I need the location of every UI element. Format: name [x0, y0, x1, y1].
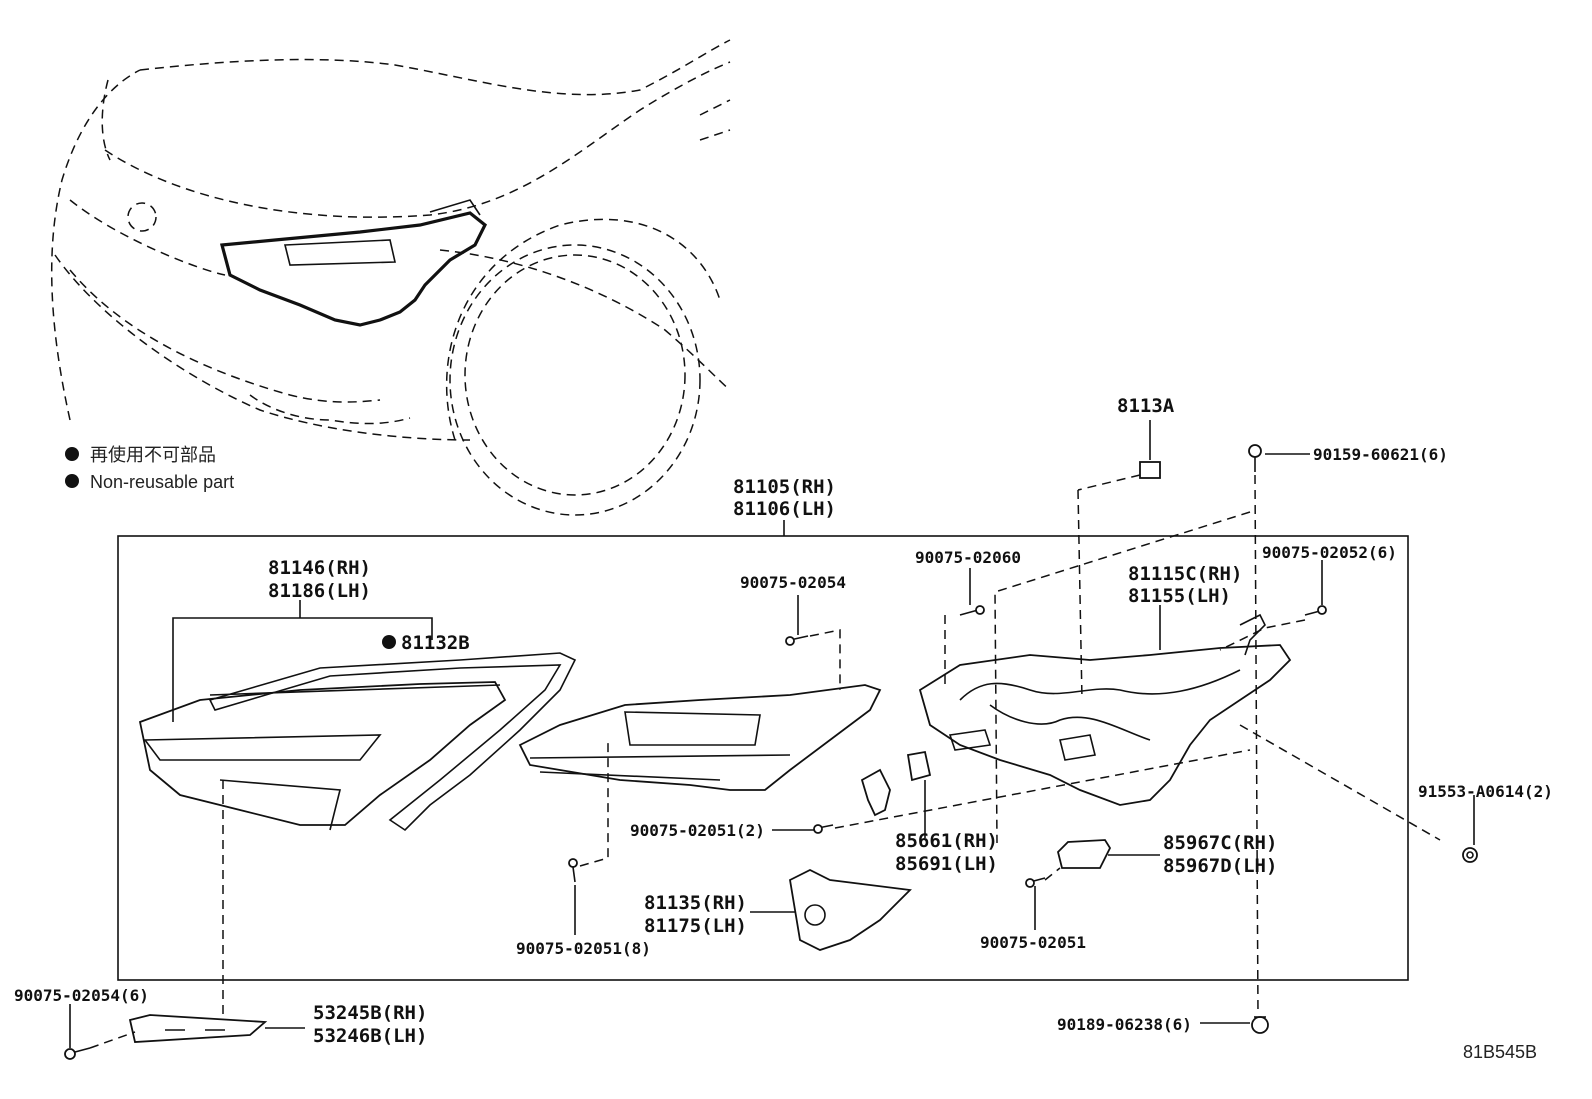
diagram-id: 81B545B — [1463, 1042, 1537, 1062]
label-90075-02051-2: 90075-02051(2) — [630, 821, 765, 840]
legend-jp: 再使用不可部品 — [90, 445, 216, 465]
clip-90189-icon — [1251, 1016, 1269, 1034]
bolt-90159-icon — [1248, 444, 1262, 472]
label-90159: 90159-60621(6) — [1313, 445, 1448, 464]
label-81105: 81105(RH) — [733, 476, 836, 498]
screw-02051-2-icon — [813, 824, 834, 834]
label-85661: 85661(RH) — [895, 830, 998, 852]
housing-part — [918, 613, 1292, 806]
nut-91553-icon — [1462, 847, 1478, 863]
lens-part — [138, 652, 577, 832]
label-81135: 81135(RH) — [644, 892, 747, 914]
label-85967c: 85967C(RH) — [1163, 832, 1277, 854]
label-81146: 81146(RH) — [268, 557, 371, 579]
bracket-8113a — [1139, 461, 1161, 479]
screw-02054-icon — [785, 635, 809, 646]
car-front-illustration — [50, 39, 731, 516]
leader-lines — [69, 420, 1475, 1048]
legend: 再使用不可部品 Non-reusable part — [65, 445, 234, 492]
label-81115c: 81115C(RH) — [1128, 563, 1242, 585]
non-reusable-marker-icon — [382, 635, 396, 649]
screw-02060-icon — [959, 605, 985, 616]
label-81155: 81155(LH) — [1128, 585, 1231, 607]
label-8113a: 8113A — [1117, 395, 1175, 417]
label-85967d: 85967D(LH) — [1163, 855, 1277, 877]
label-90075-02051: 90075-02051 — [980, 933, 1086, 952]
label-81106: 81106(LH) — [733, 498, 836, 520]
screw-02051-icon — [1025, 877, 1046, 888]
label-85691: 85691(LH) — [895, 853, 998, 875]
dashed-guides — [89, 474, 1441, 1049]
small-parts — [128, 461, 1161, 1043]
label-90189: 90189-06238(6) — [1057, 1015, 1192, 1034]
label-90075-02054: 90075-02054 — [740, 573, 846, 592]
label-53246b: 53246B(LH) — [313, 1025, 427, 1047]
screw-02052-icon — [1304, 605, 1327, 616]
non-reusable-bullet-icon — [65, 474, 79, 488]
label-90075-02054-6: 90075-02054(6) — [14, 986, 149, 1005]
label-90075-02051-8: 90075-02051(8) — [516, 939, 651, 958]
label-91553: 91553-A0614(2) — [1418, 782, 1553, 801]
label-81132b: 81132B — [401, 632, 470, 654]
label-81175: 81175(LH) — [644, 915, 747, 937]
label-90075-02052: 90075-02052(6) — [1262, 543, 1397, 562]
fasteners — [64, 444, 1478, 1060]
label-53245b: 53245B(RH) — [313, 1002, 427, 1024]
legend-en: Non-reusable part — [90, 472, 234, 492]
assembly-boundary — [117, 535, 1409, 981]
label-90075-02060: 90075-02060 — [915, 548, 1021, 567]
screw-02054-6-icon — [64, 1047, 91, 1060]
label-81186: 81186(LH) — [268, 580, 371, 602]
non-reusable-bullet-icon — [65, 447, 79, 461]
screw-02051-8-icon — [568, 858, 578, 883]
reflector-part — [518, 684, 882, 791]
part-labels: 81105(RH) 81106(LH) 81146(RH) 81186(LH) … — [14, 395, 1553, 1062]
